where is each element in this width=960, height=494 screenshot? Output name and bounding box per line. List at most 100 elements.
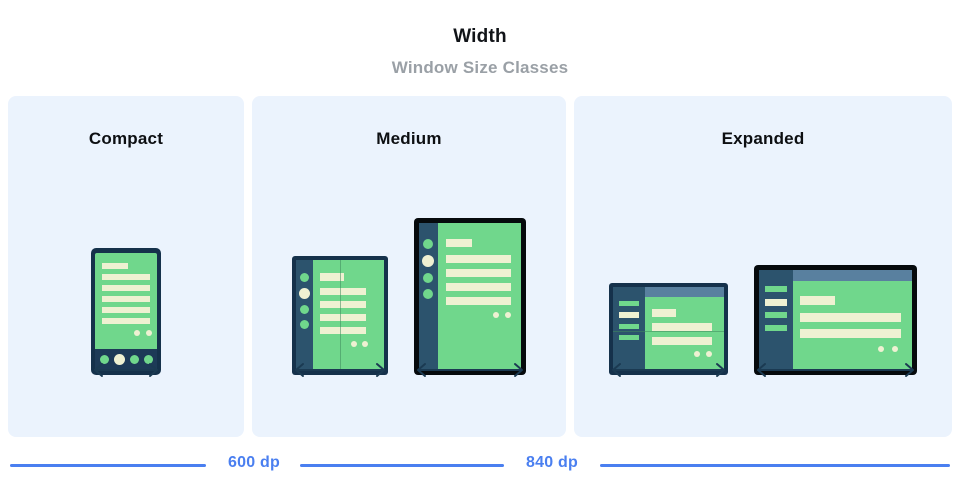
- nav-rail: [419, 223, 438, 370]
- breakpoint-label-840dp: 840 dp: [526, 454, 578, 471]
- rail-dot: [423, 239, 433, 249]
- width-arrow: [754, 363, 917, 377]
- nav-rail: [296, 260, 313, 371]
- rail-bar: [765, 286, 787, 292]
- top-app-bar: [645, 287, 724, 297]
- device-row-expanded: [574, 185, 952, 375]
- rail-dot: [300, 305, 309, 314]
- content-bar: [102, 318, 150, 324]
- device-stage-expanded: [574, 185, 952, 375]
- rail-bar: [619, 324, 639, 329]
- panel-compact: Compact: [8, 96, 244, 437]
- panel-title-compact: Compact: [88, 129, 164, 148]
- device-stage-medium: [252, 185, 566, 375]
- content-bar: [652, 337, 712, 345]
- device-phone-portrait: [91, 248, 161, 375]
- content-bar: [446, 255, 511, 263]
- device-tablet-portrait: [414, 218, 526, 375]
- rail-bar: [619, 335, 639, 340]
- phone-screen: [95, 253, 157, 370]
- scale-segment-compact: [10, 464, 206, 467]
- content-bar: [800, 329, 901, 338]
- rail-dot: [423, 273, 433, 283]
- width-arrows-expanded: [574, 359, 952, 381]
- rail-bar: [619, 301, 639, 306]
- width-arrow: [292, 363, 388, 377]
- foldable-landscape-screen: [613, 287, 724, 371]
- page-title: Width: [453, 26, 507, 47]
- rail-dot: [300, 273, 309, 282]
- size-class-panels: Compact: [8, 96, 952, 437]
- content-bar: [446, 269, 511, 277]
- content-bar: [320, 273, 344, 281]
- tablet-portrait-screen: [419, 223, 521, 370]
- rail-dot: [300, 320, 309, 329]
- tablet-landscape-screen: [759, 270, 912, 370]
- panel-title-medium: Medium: [376, 129, 442, 148]
- content-bar: [320, 301, 366, 308]
- page-subtitle: Window Size Classes: [391, 58, 569, 77]
- content-bar: [446, 283, 511, 291]
- scale-segment-medium: [300, 464, 504, 467]
- mini-dot: [706, 351, 712, 357]
- content-bar: [320, 327, 366, 334]
- foldable-portrait-screen: [296, 260, 384, 371]
- rail-bar-active: [619, 312, 639, 318]
- rail-dot-active: [422, 255, 434, 267]
- scale-segment-expanded: [600, 464, 950, 467]
- width-arrow: [609, 363, 728, 377]
- device-foldable-portrait: [292, 256, 388, 375]
- mini-dot: [892, 346, 898, 352]
- mini-dot: [134, 330, 140, 336]
- rail-dot: [423, 289, 433, 299]
- device-stage-compact: [8, 185, 244, 375]
- mini-dot: [146, 330, 152, 336]
- nav-dot: [144, 355, 153, 364]
- content-bar: [320, 288, 366, 295]
- breakpoint-scale: 600 dp 840 dp: [0, 454, 960, 476]
- width-arrows-medium: [252, 359, 566, 381]
- header: Width Window Size Classes: [0, 0, 960, 78]
- nav-dot: [100, 355, 109, 364]
- rail-dot-active: [299, 288, 310, 299]
- rail-bar-active: [765, 299, 787, 306]
- panel-expanded: Expanded: [574, 96, 952, 437]
- content-bar: [102, 307, 150, 313]
- content-bar: [446, 239, 472, 247]
- mini-dot: [878, 346, 884, 352]
- panel-title-expanded: Expanded: [721, 129, 805, 148]
- width-arrows-compact: [8, 359, 244, 381]
- mini-dot: [694, 351, 700, 357]
- breakpoint-label-600dp: 600 dp: [228, 454, 280, 471]
- content-bar: [320, 314, 366, 321]
- content-bar: [446, 297, 511, 305]
- content-bar: [800, 313, 901, 322]
- panel-medium: Medium: [252, 96, 566, 437]
- device-row-medium: [252, 185, 566, 375]
- content-bar: [800, 296, 835, 305]
- nav-dot-active: [114, 354, 125, 365]
- device-row-compact: [8, 185, 244, 375]
- content-bar: [102, 263, 128, 269]
- content-bar: [102, 285, 150, 291]
- phone-bottom-nav: [95, 349, 157, 370]
- content-bar: [652, 309, 676, 317]
- mini-dot: [351, 341, 357, 347]
- device-foldable-landscape: [609, 283, 728, 375]
- fold-seam: [340, 260, 341, 371]
- nav-rail: [613, 287, 645, 371]
- content-bar: [102, 274, 150, 280]
- nav-dot: [130, 355, 139, 364]
- rail-bar: [765, 312, 787, 318]
- top-app-bar: [793, 270, 912, 281]
- mini-dot: [505, 312, 511, 318]
- mini-dot: [493, 312, 499, 318]
- mini-dot: [362, 341, 368, 347]
- rail-bar: [765, 325, 787, 331]
- fold-seam: [613, 331, 724, 332]
- content-bar: [102, 296, 150, 302]
- content-bar: [652, 323, 712, 331]
- width-arrow: [91, 363, 161, 377]
- device-tablet-landscape: [754, 265, 917, 375]
